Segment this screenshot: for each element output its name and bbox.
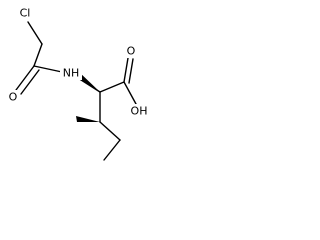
- chemical-structure: Cl NH O O OH: [6, 6, 150, 161]
- atom-label-carbonyl-oxygen: O: [9, 91, 18, 104]
- atom-label-amide-nitrogen: NH: [63, 67, 80, 80]
- bond-carbonyl-nitrogen: [33, 65, 63, 73]
- bond-cl-ch2: [27, 21, 43, 45]
- bond-carboxyl-oxygen-2: [128, 58, 134, 84]
- bond-layer: [15, 21, 137, 161]
- bond-ch2-carbonyl: [33, 43, 43, 67]
- atom-label-chlorine: Cl: [20, 7, 31, 20]
- bond-carbonyl-oxygen-2: [20, 69, 40, 95]
- bond-carbonyl-oxygen-1: [15, 65, 35, 91]
- wedge-beta-methyl: [76, 116, 100, 122]
- bond-ethyl-methyl: [103, 139, 121, 161]
- bond-alpha-carboxyl: [99, 81, 125, 93]
- atom-label-layer: Cl NH O O OH: [6, 6, 150, 118]
- bond-nitrogen-alpha: [77, 77, 101, 93]
- atom-label-acid-carbonyl-oxygen: O: [127, 45, 136, 58]
- bond-carboxyl-oxygen-1: [123, 57, 129, 83]
- bond-beta-ethyl: [99, 121, 121, 141]
- bond-carboxyl-hydroxyl: [123, 81, 137, 105]
- atom-label-hydroxyl: OH: [131, 105, 148, 118]
